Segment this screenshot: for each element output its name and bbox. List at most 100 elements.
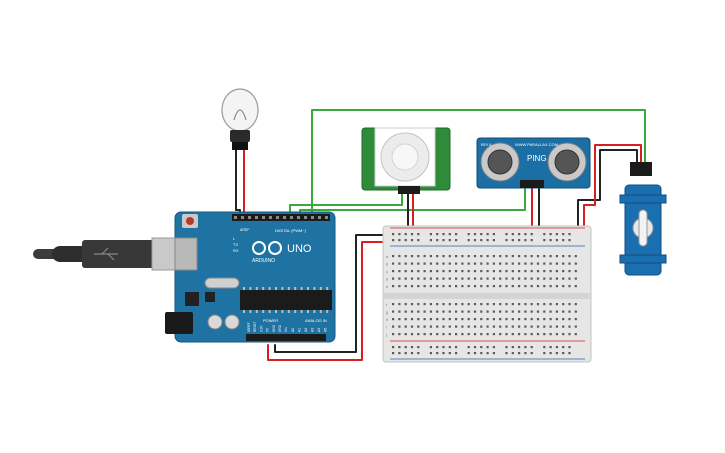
breadboard-hole[interactable] (524, 255, 527, 258)
breadboard-hole[interactable] (429, 233, 432, 236)
breadboard-hole[interactable] (404, 333, 407, 336)
breadboard-hole[interactable] (574, 270, 577, 273)
breadboard-hole[interactable] (404, 277, 407, 280)
breadboard-hole[interactable] (455, 239, 458, 242)
breadboard-hole[interactable] (423, 255, 426, 258)
breadboard-hole[interactable] (429, 239, 432, 242)
breadboard-hole[interactable] (492, 310, 495, 313)
breadboard-hole[interactable] (404, 325, 407, 328)
breadboard-hole[interactable] (423, 262, 426, 265)
breadboard-hole[interactable] (499, 270, 502, 273)
breadboard-hole[interactable] (562, 239, 565, 242)
breadboard-hole[interactable] (461, 285, 464, 288)
digital-pin[interactable] (248, 216, 251, 219)
breadboard-hole[interactable] (511, 255, 514, 258)
servo-vcc-wire[interactable] (583, 144, 642, 241)
breadboard-hole[interactable] (467, 318, 470, 321)
breadboard-hole[interactable] (549, 325, 552, 328)
breadboard-hole[interactable] (410, 285, 414, 288)
breadboard-hole[interactable] (568, 318, 571, 321)
breadboard-hole[interactable] (549, 239, 552, 242)
breadboard-hole[interactable] (480, 352, 483, 355)
breadboard-hole[interactable] (442, 346, 445, 349)
breadboard-hole[interactable] (398, 303, 401, 306)
digital-pin[interactable] (311, 216, 314, 219)
breadboard-hole[interactable] (555, 318, 558, 321)
breadboard-hole[interactable] (473, 285, 477, 288)
breadboard-hole[interactable] (518, 285, 521, 288)
breadboard-hole[interactable] (549, 285, 552, 288)
digital-pin[interactable] (255, 216, 258, 219)
breadboard-hole[interactable] (461, 255, 464, 258)
breadboard-hole[interactable] (410, 239, 414, 242)
breadboard-hole[interactable] (562, 255, 565, 258)
breadboard-hole[interactable] (429, 333, 432, 336)
breadboard-hole[interactable] (480, 285, 483, 288)
breadboard-hole[interactable] (530, 325, 533, 328)
breadboard-hole[interactable] (555, 325, 558, 328)
breadboard-hole[interactable] (436, 333, 439, 336)
breadboard-hole[interactable] (417, 333, 420, 336)
breadboard-hole[interactable] (417, 277, 420, 280)
breadboard-hole[interactable] (480, 239, 483, 242)
breadboard-hole[interactable] (568, 262, 571, 265)
breadboard-hole[interactable] (536, 262, 540, 265)
breadboard-hole[interactable] (455, 277, 458, 280)
breadboard-hole[interactable] (505, 255, 508, 258)
breadboard-hole[interactable] (398, 239, 401, 242)
breadboard-hole[interactable] (473, 325, 477, 328)
breadboard-hole[interactable] (455, 233, 458, 236)
breadboard-hole[interactable] (518, 277, 521, 280)
breadboard-hole[interactable] (461, 318, 464, 321)
breadboard-hole[interactable] (562, 270, 565, 273)
servo-gnd-wire[interactable] (577, 149, 638, 233)
breadboard-hole[interactable] (417, 255, 420, 258)
breadboard-hole[interactable] (473, 270, 477, 273)
breadboard-hole[interactable] (530, 262, 533, 265)
breadboard-hole[interactable] (486, 303, 489, 306)
breadboard-hole[interactable] (499, 277, 502, 280)
breadboard-hole[interactable] (530, 346, 533, 349)
breadboard-hole[interactable] (524, 262, 527, 265)
breadboard-hole[interactable] (511, 352, 514, 355)
breadboard-hole[interactable] (543, 310, 546, 313)
breadboard-hole[interactable] (442, 325, 445, 328)
digital-pin[interactable] (269, 216, 272, 219)
bulb-black-wire[interactable] (235, 149, 241, 217)
breadboard-hole[interactable] (555, 255, 558, 258)
breadboard-hole[interactable] (392, 255, 395, 258)
breadboard-hole[interactable] (524, 318, 527, 321)
breadboard-hole[interactable] (404, 318, 407, 321)
breadboard-hole[interactable] (543, 318, 546, 321)
breadboard-hole[interactable] (455, 318, 458, 321)
breadboard-hole[interactable] (492, 285, 495, 288)
digital-pin[interactable] (283, 216, 286, 219)
breadboard-hole[interactable] (562, 318, 565, 321)
breadboard-hole[interactable] (442, 239, 445, 242)
servo-signal-green-wire[interactable] (311, 109, 646, 217)
breadboard-hole[interactable] (442, 333, 445, 336)
breadboard-hole[interactable] (518, 262, 521, 265)
breadboard-hole[interactable] (461, 277, 464, 280)
breadboard-hole[interactable] (543, 277, 546, 280)
breadboard-hole[interactable] (486, 270, 489, 273)
breadboard-hole[interactable] (524, 270, 527, 273)
breadboard-hole[interactable] (492, 255, 495, 258)
breadboard-hole[interactable] (555, 277, 558, 280)
breadboard-hole[interactable] (436, 346, 439, 349)
digital-pin[interactable] (325, 216, 328, 219)
breadboard-hole[interactable] (549, 270, 552, 273)
breadboard-hole[interactable] (486, 318, 489, 321)
breadboard-hole[interactable] (543, 303, 546, 306)
breadboard-hole[interactable] (543, 233, 546, 236)
breadboard-hole[interactable] (530, 233, 533, 236)
breadboard-hole[interactable] (543, 285, 546, 288)
breadboard-hole[interactable] (442, 255, 445, 258)
breadboard-hole[interactable] (574, 325, 577, 328)
breadboard-hole[interactable] (492, 233, 495, 236)
breadboard-hole[interactable] (486, 310, 489, 313)
breadboard-hole[interactable] (398, 333, 401, 336)
breadboard-hole[interactable] (530, 310, 533, 313)
breadboard-hole[interactable] (511, 277, 514, 280)
breadboard-hole[interactable] (392, 262, 395, 265)
